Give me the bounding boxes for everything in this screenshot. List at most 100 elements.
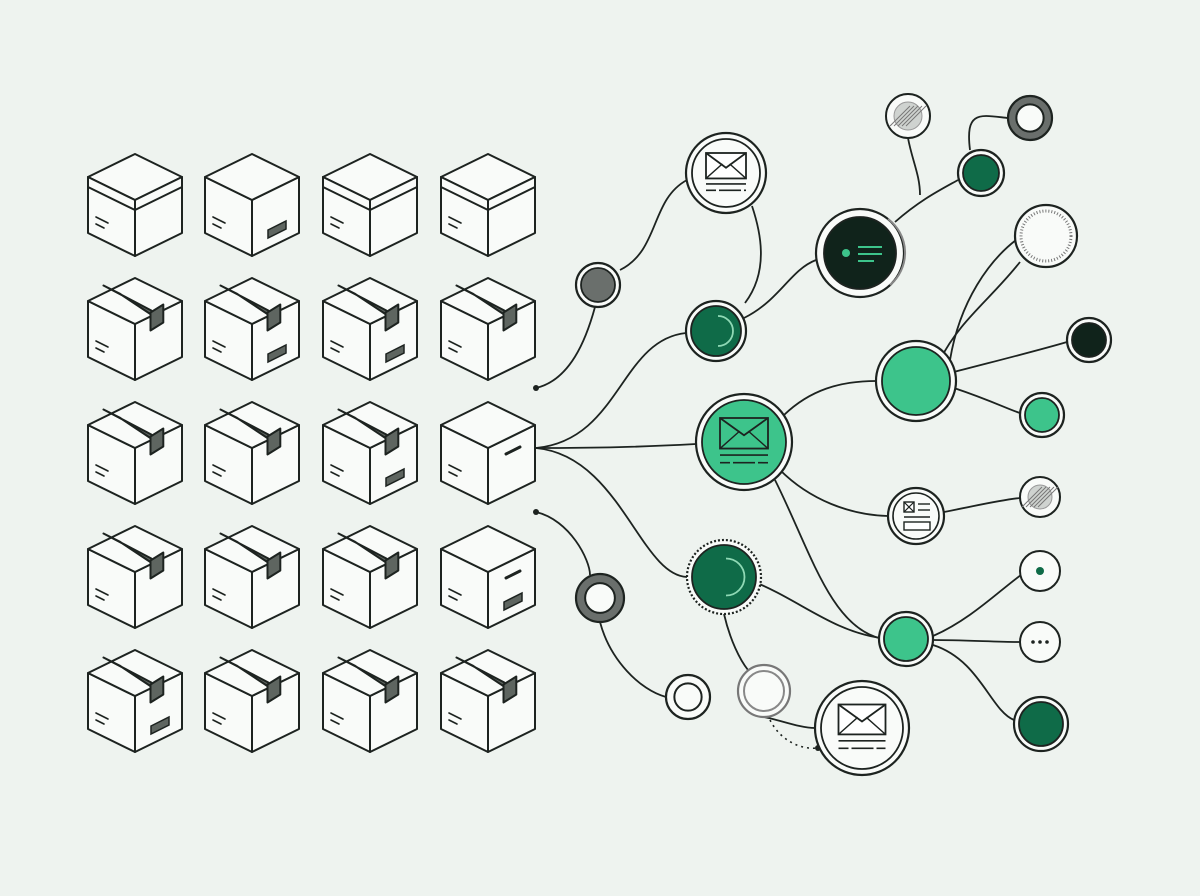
box-tape-flap (384, 675, 400, 704)
node-ring-hole (673, 682, 703, 712)
box-tape-flap (149, 427, 165, 456)
dotted-connection (769, 719, 819, 749)
network-nodes (574, 93, 1113, 777)
node-core (881, 346, 951, 416)
node-ring-hole (1015, 103, 1045, 133)
node-envelope-envelope-center (694, 392, 794, 492)
connection-line (907, 137, 921, 196)
box-mark (448, 340, 462, 348)
connection-line (932, 639, 1021, 643)
connection-line (535, 332, 687, 449)
box-mark (95, 216, 109, 224)
box-mark (95, 712, 109, 720)
connection-line (939, 261, 1021, 361)
box-mark (95, 340, 109, 348)
box-open (87, 153, 183, 257)
box-mark (95, 464, 109, 472)
box-mark (448, 471, 458, 477)
box-tape-flap (266, 675, 282, 704)
hatch-line (1021, 486, 1043, 508)
box-mark (212, 719, 222, 725)
box-mark (212, 340, 226, 348)
box-mark (212, 471, 222, 477)
center-dot (1036, 567, 1044, 575)
doc-image-x (903, 501, 915, 513)
node-solid-green-big (874, 339, 958, 423)
hatch-line (905, 105, 927, 127)
envelope-fold (838, 716, 886, 735)
connection-line (774, 479, 880, 639)
endpoint-dot (533, 509, 539, 515)
connection-line (619, 179, 688, 271)
node-core (580, 267, 616, 303)
box-taped-label (87, 649, 183, 753)
connection-line (763, 716, 816, 729)
connection-line (932, 574, 1022, 637)
node-envelope-envelope-bottom (813, 679, 911, 777)
box-mark (330, 340, 344, 348)
node-solid-black-small (1065, 316, 1113, 364)
box-tape-flap (384, 427, 400, 456)
box-tape-flap (502, 675, 518, 704)
node-solid-green-tiny (1018, 391, 1066, 439)
box-lid-right (134, 176, 183, 211)
box-label (385, 343, 405, 364)
box-mark (448, 588, 462, 596)
box-lid-right (487, 176, 536, 211)
connection-line (535, 443, 697, 449)
box-taped (440, 277, 536, 381)
ellipsis-dot (1031, 640, 1035, 644)
node-dot-dot-right (1019, 550, 1061, 592)
hatch-line (889, 105, 911, 127)
endpoint-dot (533, 385, 539, 391)
node-envelope-envelope-top (684, 131, 768, 215)
connection-line (535, 511, 591, 576)
box-mark (448, 719, 458, 725)
box-tape-flap (266, 303, 282, 332)
node-solid-green-small (956, 148, 1006, 198)
node-core (690, 305, 742, 357)
box-mark (330, 588, 344, 596)
box-taped (204, 401, 300, 505)
box-taped (204, 525, 300, 629)
connection-line (968, 115, 1009, 151)
connection-line (953, 387, 1021, 414)
box-mark (330, 471, 340, 477)
node-card-dark-card (814, 207, 907, 299)
box-open (440, 153, 536, 257)
box-top-face (440, 525, 536, 573)
node-core (691, 544, 757, 610)
box-tape-flap (266, 427, 282, 456)
box-mark (330, 719, 340, 725)
node-ring-ring-top-right (1006, 94, 1054, 142)
box-tape-flap (149, 303, 165, 332)
box-taped-label (322, 277, 418, 381)
connection-line (744, 205, 762, 304)
box-mark (330, 595, 340, 601)
node-arc (887, 218, 907, 286)
box-taped-label (204, 277, 300, 381)
connection-lines (533, 115, 1068, 751)
box-taped (204, 649, 300, 753)
box-mark (212, 347, 222, 353)
box-mark (95, 471, 105, 477)
ellipsis-dot (1038, 640, 1042, 644)
box-mark (448, 712, 462, 720)
box-open-label (204, 153, 300, 257)
envelope-flap (705, 152, 747, 169)
node-spinner-green-spinner-2 (685, 538, 763, 616)
box-label (267, 219, 287, 240)
node-ellipsis-ellipsis (1019, 621, 1061, 663)
hatch-line (1037, 486, 1059, 508)
connection-line (949, 239, 1017, 361)
connection-line (783, 380, 877, 416)
envelope-flap (837, 703, 887, 723)
box-tape-flap (149, 675, 165, 704)
box-tape-flap (266, 551, 282, 580)
box-plain-label (440, 525, 536, 629)
node-dotted-dotted-ring (1013, 203, 1079, 269)
box-taped (322, 649, 418, 753)
node-hatched-hatched-top (885, 93, 931, 139)
box-tape-flap (384, 303, 400, 332)
node-outline-gray-outline (736, 663, 792, 719)
